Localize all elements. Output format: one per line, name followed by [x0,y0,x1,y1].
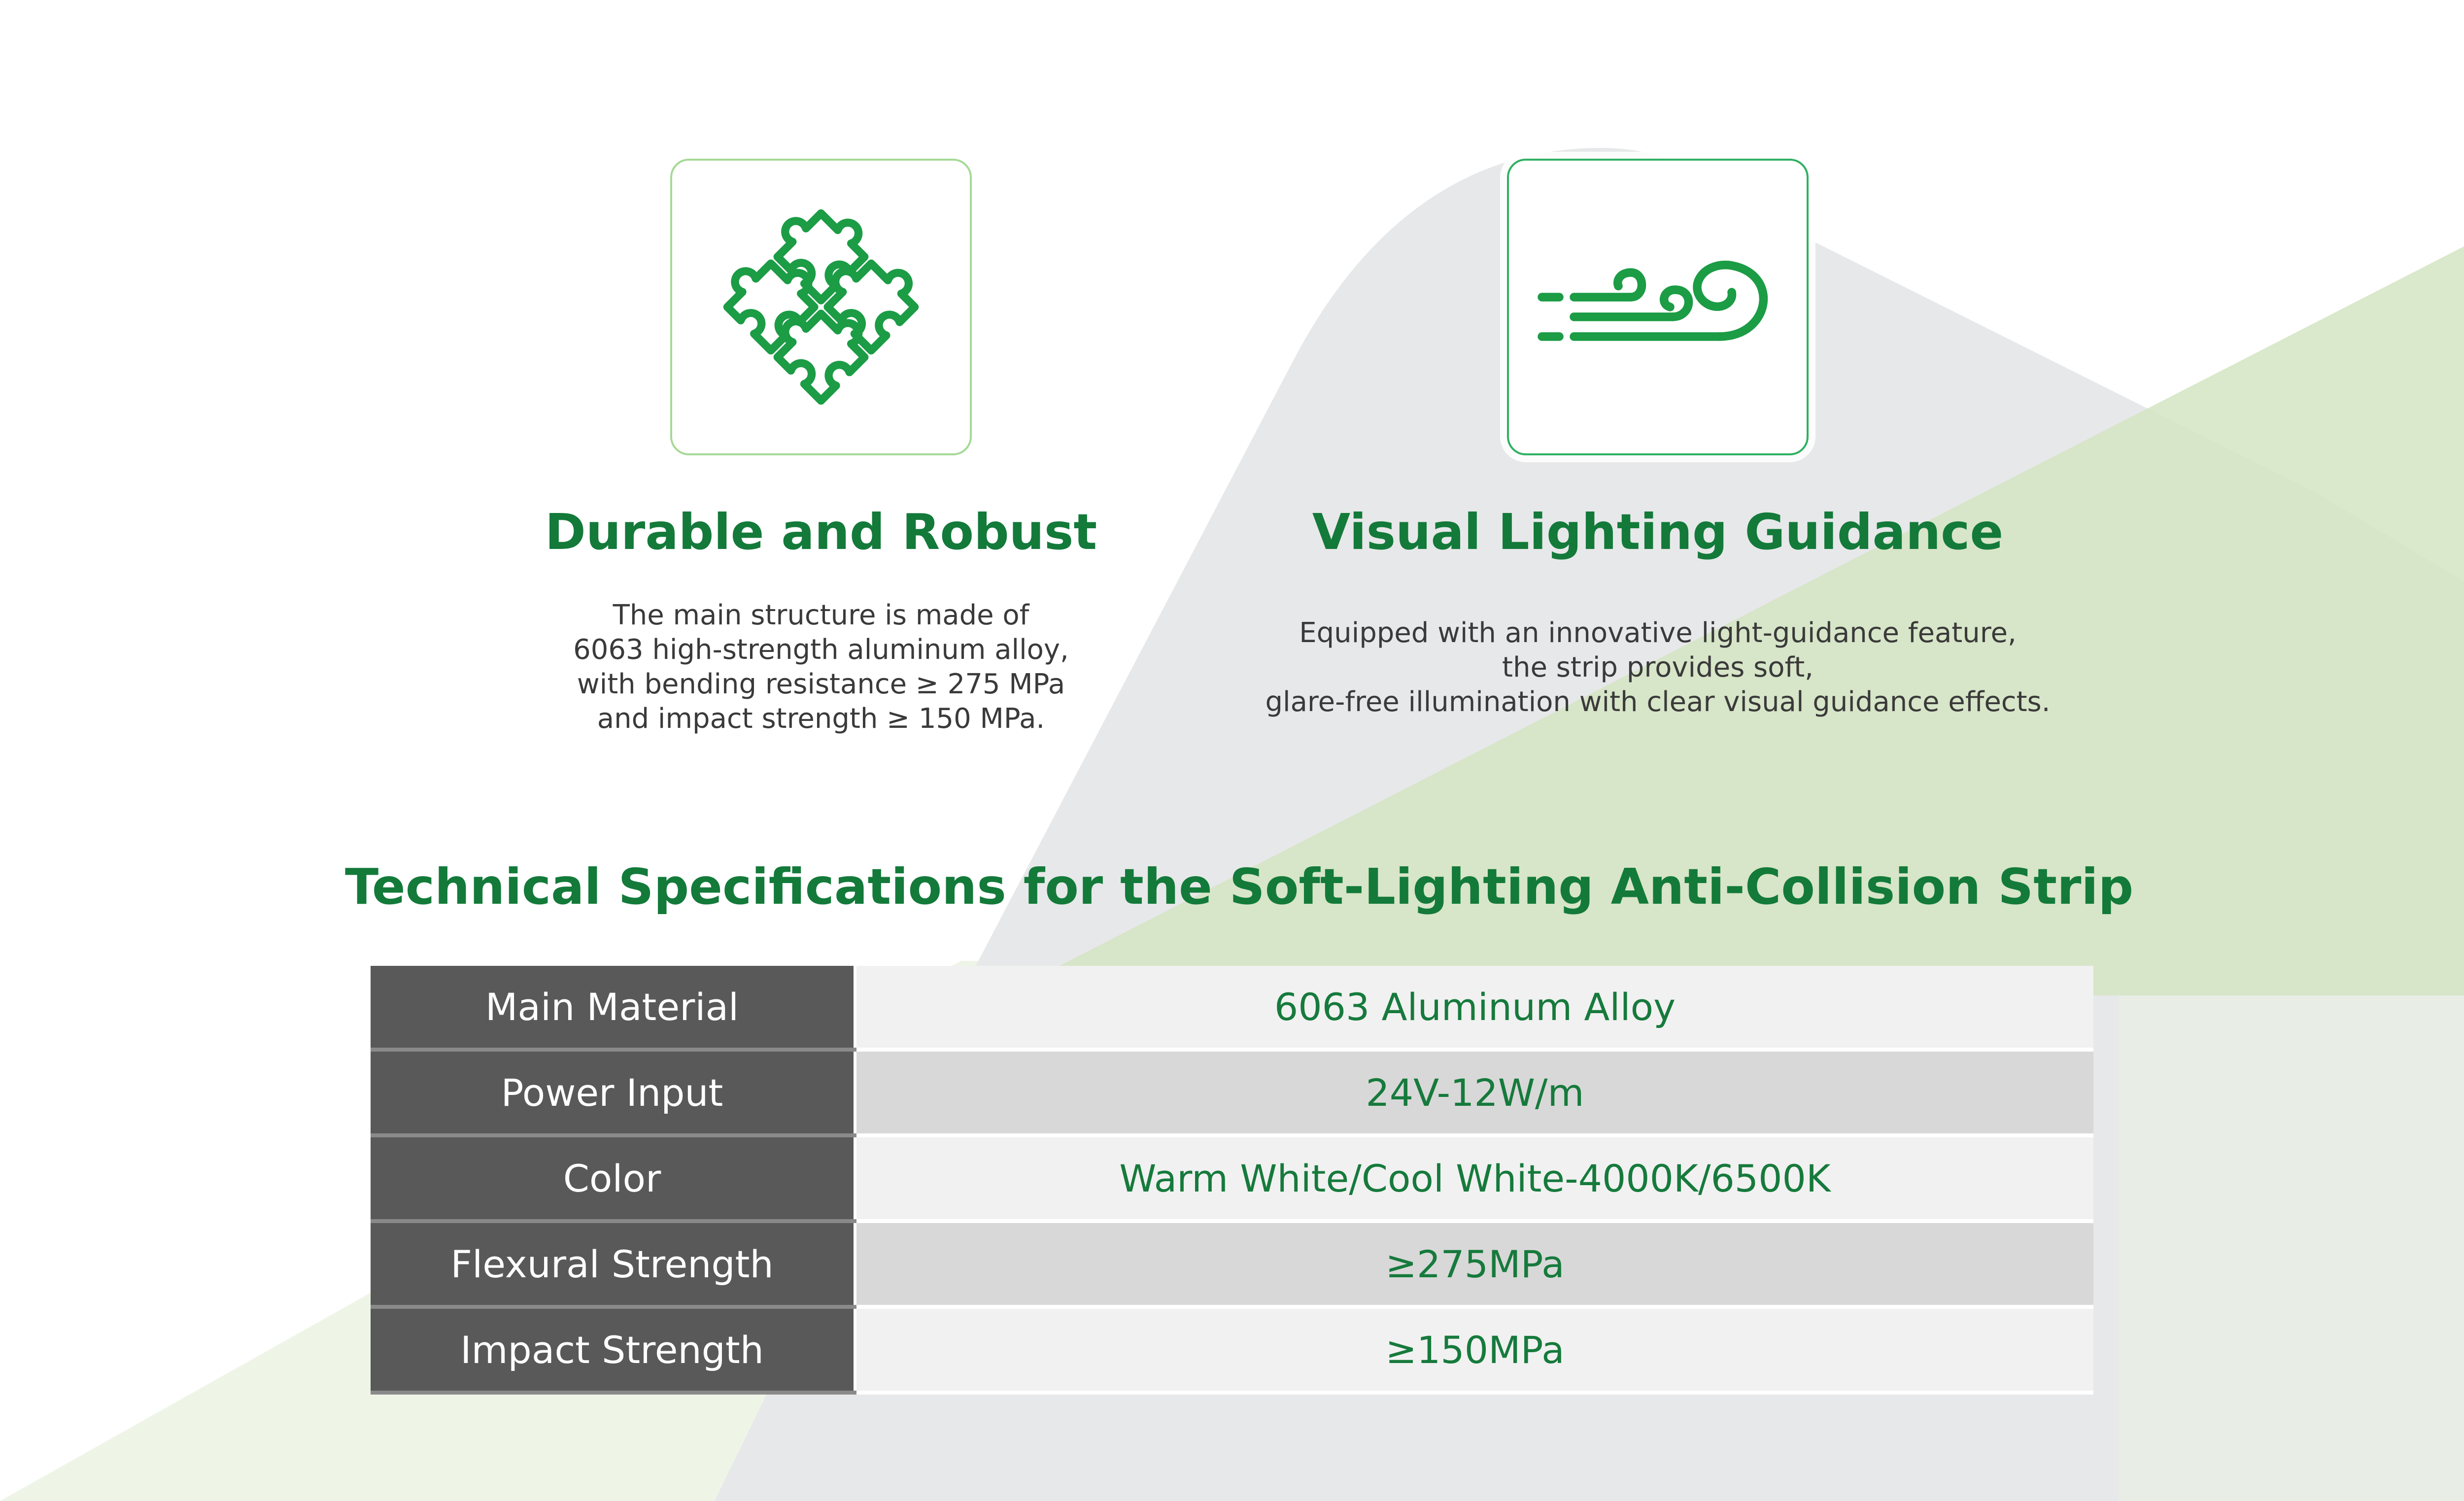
puzzle-pieces-icon [723,209,919,405]
feature-description-guidance: Equipped with an innovative light-guidan… [1264,616,2052,719]
spec-value: ≥150MPa [855,1307,2093,1395]
table-row: Color Warm White/Cool White-4000K/6500K [371,1135,2093,1223]
spec-value: Warm White/Cool White-4000K/6500K [855,1135,2093,1223]
table-row: Power Input 24V-12W/m [371,1050,2093,1137]
feature-card-durable [670,159,972,455]
spec-value: 6063 Aluminum Alloy [855,966,2093,1052]
spec-table: Main Material 6063 Aluminum Alloy Power … [371,966,2093,1395]
description-line: The main structure is made of [613,599,1029,631]
description-line: with bending resistance ≥ 275 MPa [577,668,1065,700]
feature-card-guidance [1507,159,1809,455]
feature-title-durable: Durable and Robust [545,503,1097,561]
wind-flow-icon [1538,261,1768,341]
table-row: Main Material 6063 Aluminum Alloy [371,966,2093,1052]
feature-description-durable: The main structure is made of 6063 high-… [525,598,1117,736]
description-line: 6063 high-strength aluminum alloy, [573,634,1069,666]
description-line: Equipped with an innovative light-guidan… [1299,617,2017,649]
spec-label: Color [371,1135,856,1223]
table-row: Flexural Strength ≥275MPa [371,1221,2093,1309]
spec-table-title: Technical Specifications for the Soft-Li… [345,858,2134,916]
spec-value: 24V-12W/m [855,1050,2093,1137]
spec-label: Impact Strength [371,1307,856,1395]
description-line: the strip provides soft, [1502,651,1814,683]
description-line: and impact strength ≥ 150 MPa. [597,703,1045,735]
spec-label: Main Material [371,966,856,1052]
spec-label: Power Input [371,1050,856,1137]
description-line: glare-free illumination with clear visua… [1265,686,2051,718]
feature-title-guidance: Visual Lighting Guidance [1312,503,2004,561]
spec-value: ≥275MPa [855,1221,2093,1309]
spec-label: Flexural Strength [371,1221,856,1309]
table-row: Impact Strength ≥150MPa [371,1307,2093,1395]
